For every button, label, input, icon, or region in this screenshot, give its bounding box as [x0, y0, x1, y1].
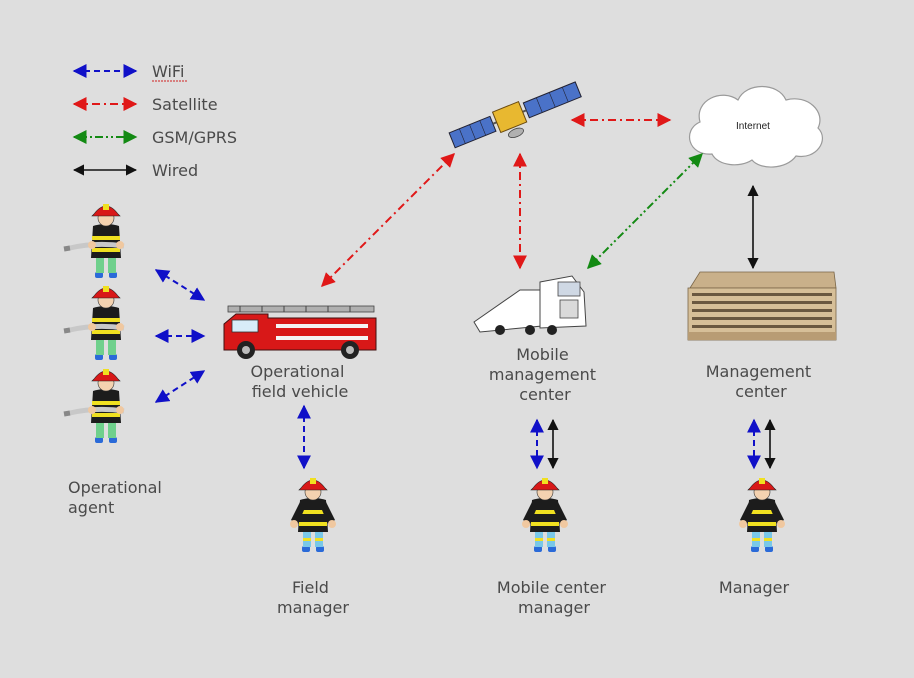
satellite-vehicle-satellite	[321, 153, 455, 287]
agent-firefighter-3	[64, 369, 124, 443]
wifi-agent1-vehicle	[154, 269, 206, 301]
mobile-center-manager-firefighter	[521, 477, 569, 553]
manager-firefighter	[738, 477, 786, 553]
legend-wired-label: Wired	[152, 161, 198, 180]
vehicle-label: Operational field vehicle	[251, 362, 350, 401]
wifi-agent3-vehicle	[154, 370, 206, 403]
management-center-label: Management center	[706, 362, 817, 401]
cloud-label: Internet	[736, 121, 770, 132]
mobile-truck-icon	[473, 275, 587, 335]
mobile-center-label: Mobile management center	[489, 345, 601, 404]
agent-firefighter-1	[64, 204, 124, 278]
internet-cloud: Internet	[689, 86, 824, 168]
agent-firefighter-2	[64, 286, 124, 360]
manager-label: Manager	[719, 578, 790, 597]
legend-wifi-label: WiFi	[152, 62, 184, 81]
building-icon	[687, 271, 837, 341]
satellite-icon	[448, 81, 582, 149]
agent-label: Operational agent	[68, 478, 167, 517]
legend: WiFi Satellite GSM/GPRS Wired	[72, 62, 237, 180]
field-manager-label: Field manager	[277, 578, 349, 617]
legend-gsm-label: GSM/GPRS	[152, 128, 237, 147]
fire-truck-icon	[223, 305, 377, 359]
mobile-center-manager-label: Mobile center manager	[497, 578, 611, 617]
legend-satellite-label: Satellite	[152, 95, 218, 114]
connections	[154, 113, 776, 470]
field-manager-firefighter	[289, 477, 337, 553]
node-labels: Operational field vehicle Mobile managem…	[68, 345, 817, 617]
gsm-mobile-internet	[587, 153, 703, 269]
